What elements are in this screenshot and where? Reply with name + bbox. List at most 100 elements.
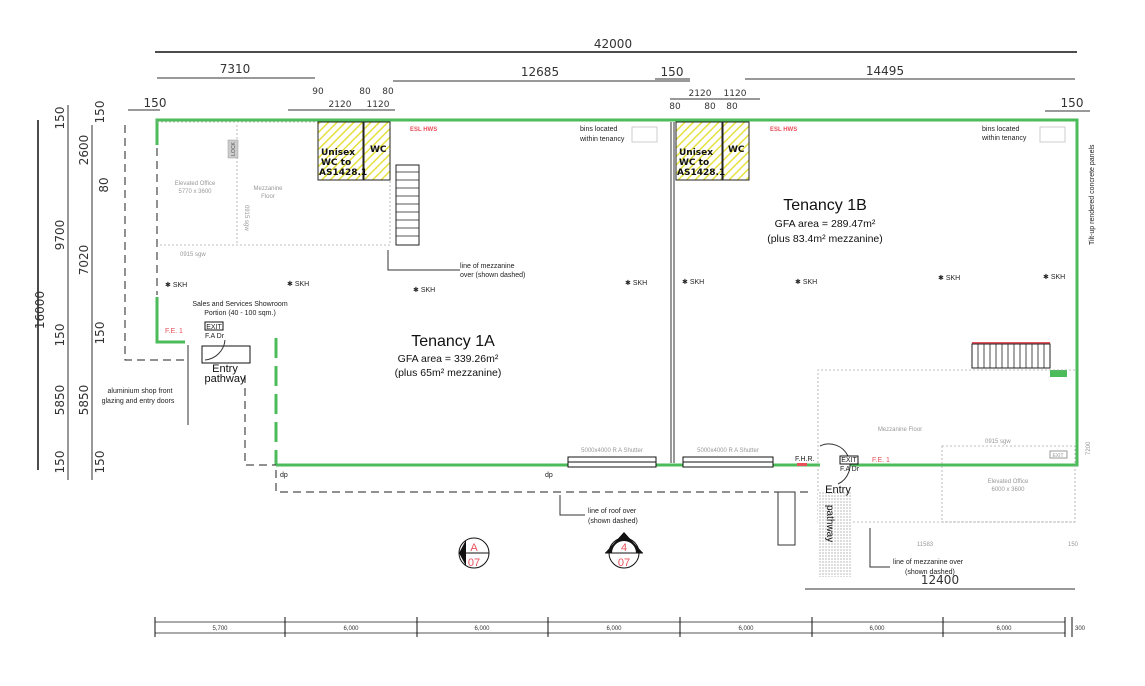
svg-text:6,000: 6,000 — [474, 626, 490, 632]
svg-text:line of mezzanine over: line of mezzanine over — [893, 559, 964, 566]
svg-text:GFA area = 339.26m²: GFA area = 339.26m² — [398, 353, 499, 365]
svg-text:ESL HWS: ESL HWS — [770, 127, 797, 133]
svg-text:150: 150 — [661, 65, 684, 79]
skylight-icon: ✱ SKH — [287, 280, 309, 288]
svg-text:Mezzanine: Mezzanine — [253, 186, 283, 192]
svg-text:Portion (40 - 100 sqm.): Portion (40 - 100 sqm.) — [204, 310, 276, 317]
bins-icon — [1039, 126, 1066, 143]
svg-text:150: 150 — [53, 107, 67, 130]
svg-text:Mezzanine Floor: Mezzanine Floor — [878, 427, 922, 433]
stairs-1b — [971, 342, 1067, 377]
svg-text:dp: dp — [545, 472, 553, 479]
svg-text:(plus 83.4m² mezzanine): (plus 83.4m² mezzanine) — [767, 233, 883, 245]
svg-text:Elevated Office: Elevated Office — [988, 479, 1029, 485]
svg-text:6,000: 6,000 — [738, 626, 754, 632]
notes-1b: bins located within tenancy bins located… — [579, 126, 1096, 286]
exit-sign — [1049, 450, 1068, 459]
section-marker: 4 07 — [605, 532, 643, 569]
svg-text:A: A — [470, 542, 478, 554]
svg-text:F.E. 1: F.E. 1 — [165, 328, 183, 335]
svg-text:80: 80 — [97, 177, 111, 192]
dimension-wc-1a: 90 80 80 2120 1120 — [288, 87, 395, 111]
svg-text:F.A Dr: F.A Dr — [205, 333, 225, 340]
svg-text:80: 80 — [704, 102, 716, 112]
svg-text:Elevated Office: Elevated Office — [175, 181, 216, 187]
svg-text:07: 07 — [468, 557, 480, 569]
svg-text:5850: 5850 — [77, 385, 91, 416]
exit-sign — [1050, 370, 1067, 377]
exit-sign — [204, 321, 224, 331]
svg-text:80: 80 — [726, 102, 738, 112]
svg-text:Tenancy 1A: Tenancy 1A — [411, 333, 495, 350]
wc-block-1b: Unisex WC to AS1428.1 WC ESL HWS — [675, 121, 797, 181]
svg-text:over (shown dashed): over (shown dashed) — [460, 272, 525, 279]
svg-text:LOCK: LOCK — [231, 142, 237, 156]
svg-text:0915 sgw: 0915 sgw — [243, 205, 249, 231]
svg-text:16000: 16000 — [33, 291, 47, 329]
svg-text:Unisex: Unisex — [321, 148, 355, 158]
skylight-icon: ✱ SKH — [413, 286, 435, 294]
mezzanine-1b: Mezzanine Floor 0915 sgw Elevated Office… — [817, 369, 1092, 523]
skylight-icon: ✱ SKH — [1043, 273, 1065, 281]
svg-text:dp: dp — [280, 472, 288, 479]
dimension-top-row: 7310 12685 150 14495 150 150 — [128, 62, 1090, 112]
dimension-vertical-col2: 150 2600 80 7020 150 5850 150 — [77, 101, 111, 480]
section-marker: A 07 — [458, 537, 490, 569]
svg-text:7310: 7310 — [220, 62, 251, 76]
svg-text:9700: 9700 — [53, 220, 67, 251]
fire-hose-reel-icon — [797, 463, 807, 466]
svg-text:bins located: bins located — [580, 126, 617, 133]
svg-text:150: 150 — [93, 101, 107, 124]
mezzanine-1a: LOCK Elevated Office 5770 x 3600 Mezzani… — [157, 121, 391, 258]
exit-sign — [839, 455, 859, 465]
svg-text:WC: WC — [370, 145, 387, 155]
svg-text:F.H.R.: F.H.R. — [795, 456, 815, 463]
svg-text:2600: 2600 — [77, 135, 91, 166]
svg-text:7200: 7200 — [1086, 441, 1092, 455]
svg-text:150: 150 — [93, 451, 107, 474]
svg-text:14495: 14495 — [866, 64, 904, 78]
stairs-1a — [395, 164, 420, 246]
svg-text:2120: 2120 — [329, 100, 352, 110]
svg-text:GFA area = 289.47m²: GFA area = 289.47m² — [775, 218, 876, 230]
svg-text:4: 4 — [621, 542, 627, 554]
svg-text:6,000: 6,000 — [869, 626, 885, 632]
lock-icon — [227, 139, 239, 159]
svg-text:Unisex: Unisex — [679, 148, 713, 158]
roof-note: line of roof over (shown dashed) — [559, 495, 638, 525]
svg-text:EXIT: EXIT — [206, 324, 222, 331]
svg-text:bins located: bins located — [982, 126, 1019, 133]
svg-text:6,000: 6,000 — [606, 626, 622, 632]
svg-text:42000: 42000 — [594, 37, 632, 51]
svg-text:aluminium shop front: aluminium shop front — [108, 388, 173, 395]
svg-text:150: 150 — [1061, 96, 1084, 110]
dimension-overall: 42000 — [155, 37, 1077, 53]
grid-dimensions: 5,700 6,000 6,000 6,000 6,000 6,000 6,00… — [154, 617, 1086, 637]
svg-text:pathway: pathway — [824, 505, 835, 542]
svg-text:80: 80 — [669, 102, 681, 112]
svg-text:5850: 5850 — [53, 385, 67, 416]
svg-text:F.E. 1: F.E. 1 — [872, 457, 890, 464]
svg-text:12400: 12400 — [921, 573, 959, 587]
skylight-icon: ✱ SKH — [682, 278, 704, 286]
svg-text:0915 sgw: 0915 sgw — [985, 439, 1011, 445]
svg-text:1120: 1120 — [724, 89, 747, 99]
notes-1a: line of mezzanine over (shown dashed) ✱ … — [102, 250, 647, 479]
wc-block-1a: Unisex WC to AS1428.1 WC ESL HWS — [317, 121, 437, 181]
svg-text:AS1428.1: AS1428.1 — [677, 168, 725, 178]
svg-text:Tilt-up rendered concrete pane: Tilt-up rendered concrete panels — [1089, 144, 1096, 245]
lock-sign: LOCK — [227, 139, 239, 159]
svg-text:80: 80 — [359, 87, 371, 97]
svg-text:glazing and entry doors: glazing and entry doors — [102, 398, 175, 405]
svg-text:Sales and Services Showroom: Sales and Services Showroom — [192, 301, 287, 308]
svg-text:EXIT: EXIT — [841, 457, 857, 464]
svg-text:07: 07 — [618, 557, 630, 569]
svg-text:(plus 65m² mezzanine): (plus 65m² mezzanine) — [395, 367, 502, 379]
skylight-icon: ✱ SKH — [795, 278, 817, 286]
svg-text:5,700: 5,700 — [212, 626, 228, 632]
roller-shutter: 5000x4000 R A Shutter — [567, 448, 657, 468]
svg-text:within tenancy: within tenancy — [579, 136, 625, 143]
skylight-icon: ✱ SKH — [165, 281, 187, 289]
roller-shutter: 5000x4000 R A Shutter — [682, 448, 774, 468]
svg-text:80: 80 — [382, 87, 394, 97]
